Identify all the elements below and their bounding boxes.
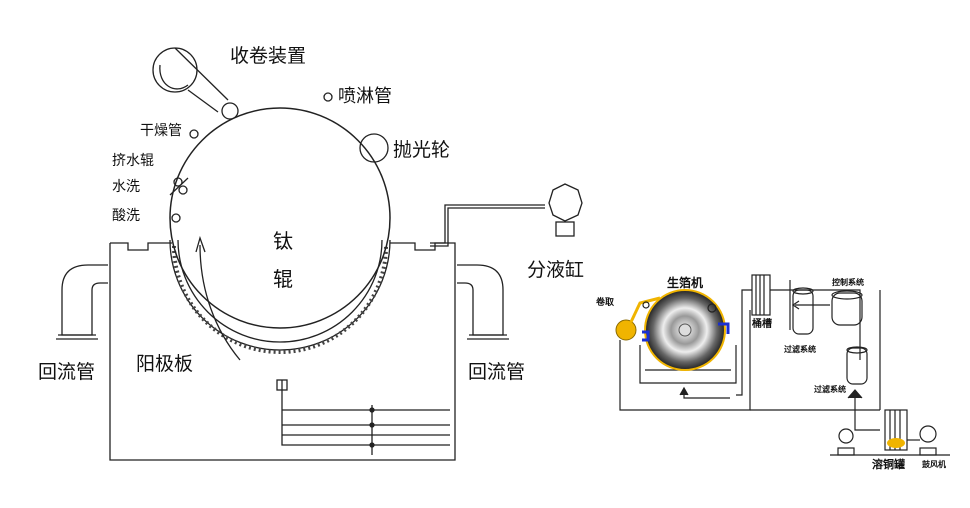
tank-top-left	[110, 242, 172, 251]
right-labels: 生箔机 卷取 桶槽 控制系统 过滤系统 过滤系统 溶铜罐 鼓风机	[595, 275, 946, 471]
electrolytic-cell-diagram	[56, 47, 583, 461]
blue-clamp-left	[642, 330, 650, 342]
label-roll-device: 收卷装置	[230, 45, 306, 67]
label-filter-system-2: 过滤系统	[814, 384, 846, 394]
left-labels: 收卷装置 喷淋管 干燥管 抛光轮 挤水辊 水洗 酸洗 钛 辊 分液缸 回流管 阳…	[38, 45, 584, 383]
label-coil: 卷取	[595, 296, 615, 308]
polish-wheel-icon	[359, 133, 389, 163]
control-cylinder	[831, 292, 863, 326]
dispense-tank-icon	[548, 183, 583, 222]
spray-pipe-icon	[323, 92, 333, 102]
blower-icon	[919, 425, 937, 443]
label-anode: 阳极板	[136, 353, 193, 375]
feed-pipe	[281, 380, 450, 446]
label-dispense-tank: 分液缸	[527, 259, 584, 281]
pump-icon	[838, 428, 854, 444]
label-squeeze-roll: 挤水辊	[112, 153, 154, 169]
label-return-pipe-left: 回流管	[38, 361, 95, 383]
dry-pipe-icon	[189, 129, 199, 139]
generator-tank	[639, 345, 737, 384]
copper-charge	[887, 438, 905, 448]
label-polish-wheel: 抛光轮	[393, 139, 450, 161]
label-acid-wash: 酸洗	[112, 208, 140, 224]
label-blower: 鼓风机	[922, 459, 946, 469]
label-return-pipe-right: 回流管	[468, 361, 525, 383]
label-water-wash: 水洗	[112, 179, 140, 195]
titanium-roll	[169, 107, 391, 329]
bucket-tank	[751, 274, 771, 316]
label-dry-pipe: 干燥管	[140, 123, 182, 139]
guide-roller-top	[221, 102, 239, 120]
blue-clamp-right	[718, 322, 730, 334]
anode-outer	[169, 239, 391, 351]
filter-cylinder-1	[792, 289, 814, 335]
label-titanium-char2: 辊	[273, 267, 293, 291]
label-dissolve-tank: 溶铜罐	[872, 457, 905, 471]
rotation-arrow	[199, 244, 241, 361]
label-titanium-char1: 钛	[273, 229, 293, 253]
dispense-pipe	[430, 204, 545, 244]
label-spray-pipe: 喷淋管	[338, 86, 392, 107]
coil-roll	[615, 319, 637, 341]
label-control-system: 控制系统	[832, 277, 864, 287]
return-pipe-left	[61, 264, 108, 336]
production-flow-diagram	[619, 274, 950, 456]
label-filter-system-1: 过滤系统	[784, 344, 816, 354]
anode-hatching	[172, 245, 388, 354]
filter-cylinder-2	[846, 347, 868, 385]
dissolve-tank	[884, 409, 908, 451]
label-generator: 生箔机	[667, 275, 703, 290]
return-pipe-right	[457, 264, 504, 336]
anode-inner	[177, 239, 383, 343]
label-bucket-tank: 桶槽	[751, 317, 772, 330]
